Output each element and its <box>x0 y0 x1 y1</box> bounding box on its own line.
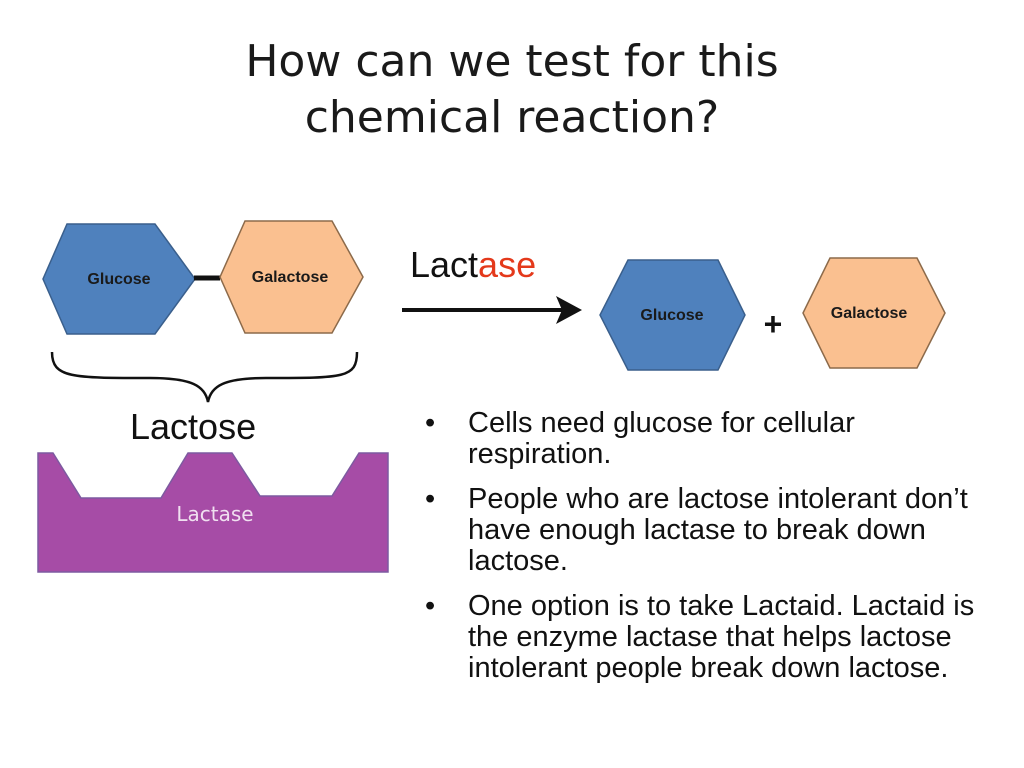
right-glucose-label: Glucose <box>640 307 703 324</box>
right-glucose-hexagon <box>599 259 746 371</box>
enzyme-shape-label: Lactase <box>176 502 254 526</box>
enzyme-name-suffix: ase <box>478 244 537 285</box>
lactose-label: Lactose <box>130 406 257 447</box>
enzyme-name-label: Lactase <box>410 244 536 286</box>
left-galactose-label: Galactose <box>252 269 329 286</box>
left-glucose-label: Glucose <box>87 271 150 288</box>
bullet-item: • Cells need glucose for cellular respira… <box>425 408 1000 470</box>
lactose-brace <box>50 351 359 403</box>
bullet-text: People who are lactose intolerant don’t … <box>468 483 968 577</box>
plus-sign: + <box>764 306 783 342</box>
title-line-1: How can we test for this <box>245 36 779 87</box>
left-galactose-hexagon <box>219 220 364 334</box>
bullet-dot-icon: • <box>425 483 436 515</box>
bullet-dot-icon: • <box>425 590 436 622</box>
bullet-item: • People who are lactose intolerant don’t… <box>425 484 1000 577</box>
right-galactose-label: Galactose <box>831 305 908 322</box>
enzyme-name-prefix: Lact <box>410 244 479 285</box>
bullet-text: Cells need glucose for cellular respirat… <box>468 407 855 470</box>
bullet-item: • One option is to take Lactaid. Lactaid … <box>425 591 1000 684</box>
right-galactose-hexagon <box>802 257 946 369</box>
lactase-enzyme-shape <box>37 452 389 573</box>
bullet-text: One option is to take Lactaid. Lactaid i… <box>468 590 975 684</box>
bullet-dot-icon: • <box>425 407 436 439</box>
bullet-list: • Cells need glucose for cellular respira… <box>425 408 1000 698</box>
title-line-2: chemical reaction? <box>304 92 720 143</box>
left-glucose-hexagon <box>42 223 196 335</box>
slide-title: How can we test for this chemical reacti… <box>0 34 1024 146</box>
reaction-arrow-head <box>556 296 582 324</box>
